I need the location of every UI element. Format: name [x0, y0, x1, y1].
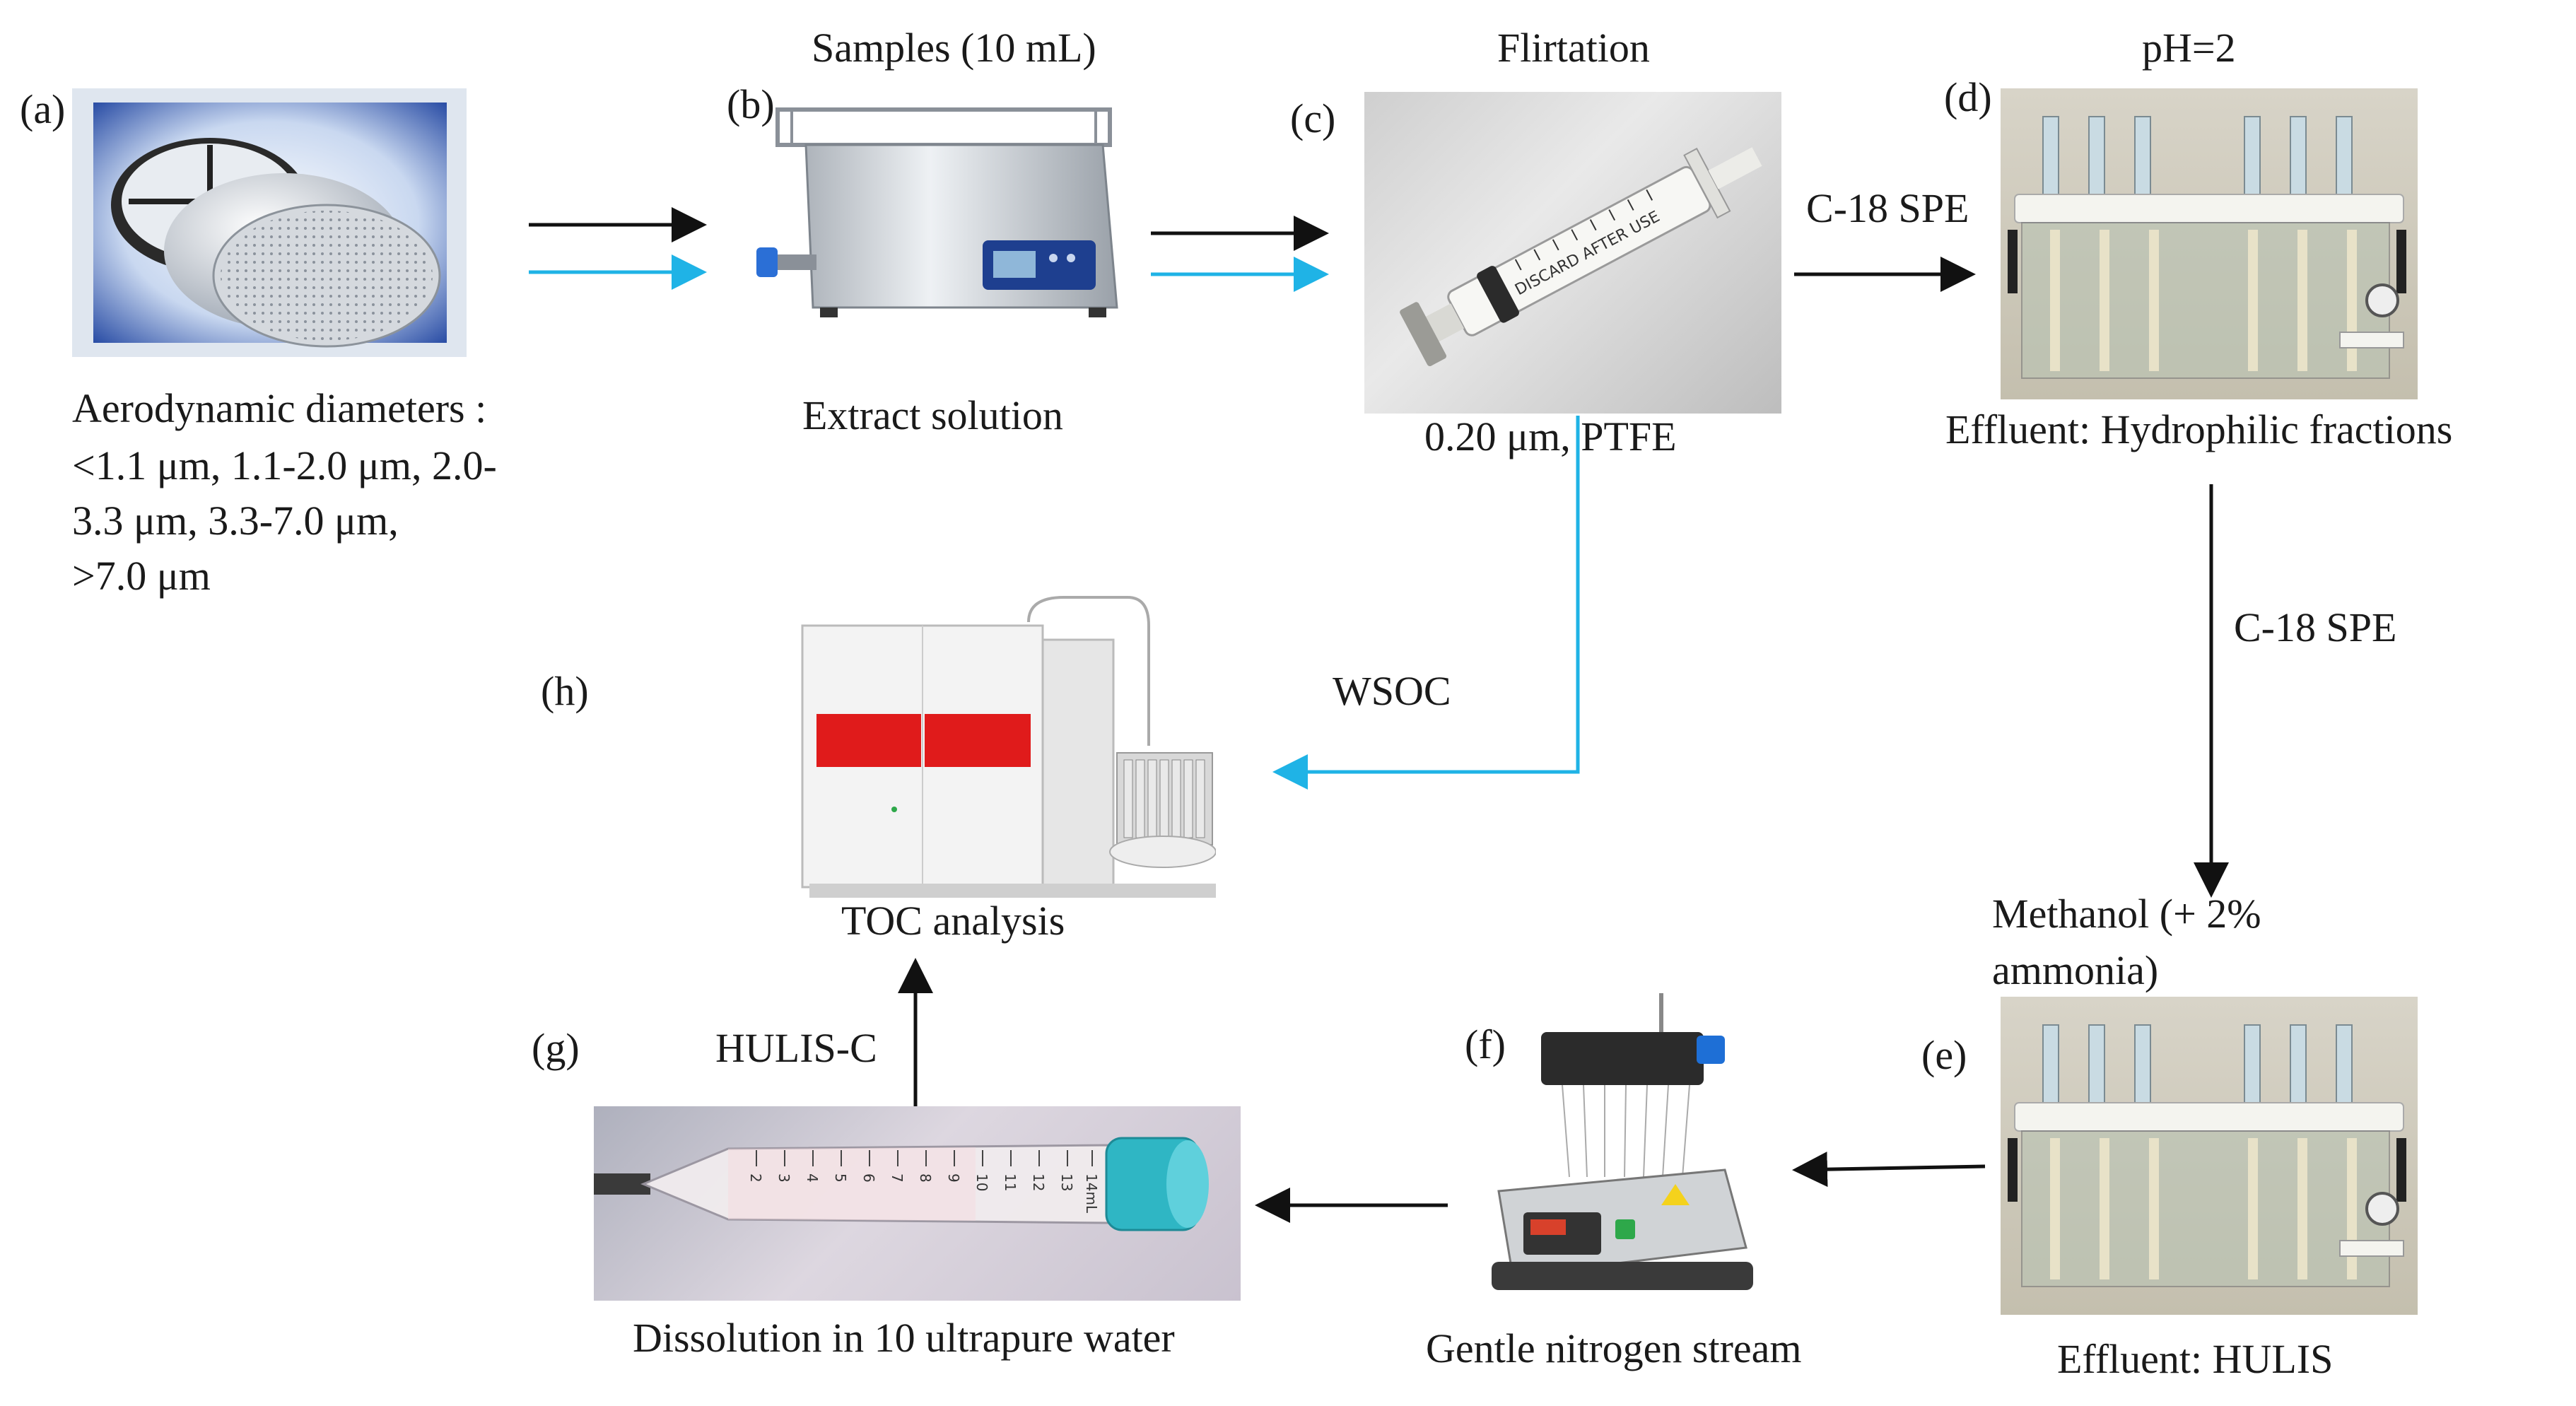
label-c18-spe-1: C-18 SPE: [1806, 185, 1969, 231]
panel-e-caption: Effluent: HULIS: [2057, 1336, 2334, 1382]
tube-mark-2: 2: [747, 1173, 764, 1183]
tube-mark-9: 9: [945, 1173, 962, 1183]
panel-h-letter: (h): [541, 668, 589, 714]
centrifuge-tube-image: 2 3 4 5 6 7 8 9 10 11 12 13 14mL: [594, 1106, 1241, 1301]
tube-mark-4: 4: [804, 1173, 821, 1183]
tube-mark-7: 7: [889, 1173, 906, 1183]
label-wsoc: WSOC: [1333, 668, 1451, 714]
tube-mark-12: 12: [1030, 1173, 1047, 1191]
tube-mark-13: 13: [1058, 1173, 1075, 1191]
spe-manifold-image-e: [2001, 997, 2418, 1315]
spe-manifold-image-d: [2001, 88, 2418, 399]
tube-mark-11: 11: [1002, 1173, 1019, 1191]
panel-d-title: pH=2: [2142, 25, 2236, 71]
diameter-line-3: >7.0 μm: [72, 553, 211, 599]
diameter-line-1: <1.1 μm, 1.1-2.0 μm, 2.0-: [72, 443, 497, 488]
panel-d-letter: (d): [1944, 74, 1992, 120]
panel-b-letter: (b): [727, 81, 775, 127]
panel-g-letter: (g): [532, 1025, 580, 1071]
ultrasonic-bath-image: [735, 95, 1145, 329]
panel-g-caption: Dissolution in 10 ultrapure water: [633, 1315, 1175, 1361]
toc-analyzer-image: [795, 583, 1216, 901]
tube-mark-5: 5: [832, 1173, 849, 1183]
arrow-e-f: [1792, 1152, 1986, 1188]
panel-e-title-2: ammonia): [1992, 947, 2159, 993]
panel-a-letter: (a): [20, 86, 66, 132]
diameter-line-2: 3.3 μm, 3.3-7.0 μm,: [72, 498, 399, 544]
panel-f-letter: (f): [1465, 1021, 1506, 1067]
panel-c-caption: 0.20 μm, PTFE: [1424, 414, 1677, 459]
syringe-filter-image: DISCARD AFTER USE: [1364, 92, 1781, 414]
panel-c-title: Flirtation: [1497, 25, 1650, 71]
panel-c-letter: (c): [1290, 95, 1336, 141]
nitrogen-evaporator-image: [1456, 993, 1767, 1315]
diameter-ranges: <1.1 μm, 1.1-2.0 μm, 2.0- 3.3 μm, 3.3-7.…: [72, 438, 497, 604]
panel-b-title: Samples (10 mL): [812, 25, 1096, 71]
tube-mark-8: 8: [917, 1173, 934, 1183]
panel-b-caption: Extract solution: [802, 392, 1063, 438]
panel-a-caption: Aerodynamic diameters :: [72, 385, 487, 431]
panel-e-title: Methanol (+ 2%: [1992, 891, 2261, 937]
impactor-plates-image: [72, 88, 467, 357]
panel-f-caption: Gentle nitrogen stream: [1426, 1325, 1802, 1371]
panel-d-caption: Effluent: Hydrophilic fractions: [1945, 406, 2453, 452]
tube-mark-3: 3: [775, 1173, 792, 1183]
label-c18-spe-2: C-18 SPE: [2234, 604, 2397, 650]
tube-mark-6: 6: [860, 1173, 877, 1183]
panel-h-caption: TOC analysis: [841, 898, 1065, 944]
panel-e-letter: (e): [1921, 1032, 1967, 1078]
arrow-wsoc: [1272, 416, 1580, 790]
label-hulis-c: HULIS-C: [715, 1025, 877, 1071]
tube-mark-14ml: 14mL: [1083, 1173, 1100, 1214]
tube-mark-10: 10: [973, 1173, 990, 1191]
